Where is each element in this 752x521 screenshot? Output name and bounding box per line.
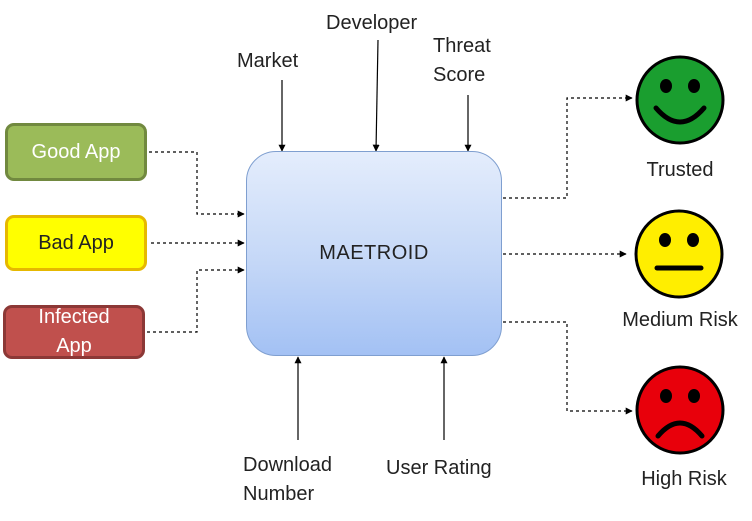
maetroid-box: MAETROID — [246, 151, 502, 356]
threat-score-label: Threat Score — [433, 35, 491, 86]
bad-app-label: Bad App — [38, 231, 114, 254]
infected-app-label: Infected App — [38, 306, 110, 357]
market-label: Market — [237, 50, 299, 72]
good-app-box: Good App — [5, 123, 147, 181]
trusted-arrow — [503, 94, 633, 199]
download-number-label: Download Number — [243, 454, 332, 505]
high-risk-arrow — [503, 321, 633, 415]
infected-app-arrow — [147, 266, 245, 333]
good-app-label: Good App — [31, 140, 121, 163]
frowning-face-icon — [635, 365, 725, 455]
maetroid-label: MAETROID — [319, 242, 429, 264]
infected-app-box: Infected App — [3, 305, 145, 359]
smiling-face-icon — [635, 55, 725, 145]
neutral-face-icon — [634, 209, 724, 299]
developer-arrow — [372, 39, 380, 152]
good-app-arrow — [149, 151, 245, 218]
medium-risk-label: Medium Risk — [622, 309, 738, 331]
trusted-label: Trusted — [646, 159, 714, 181]
user-rating-label: User Rating — [386, 457, 492, 479]
developer-label: Developer — [326, 12, 418, 34]
high-risk-label: High Risk — [641, 468, 727, 490]
bad-app-box: Bad App — [5, 215, 147, 271]
